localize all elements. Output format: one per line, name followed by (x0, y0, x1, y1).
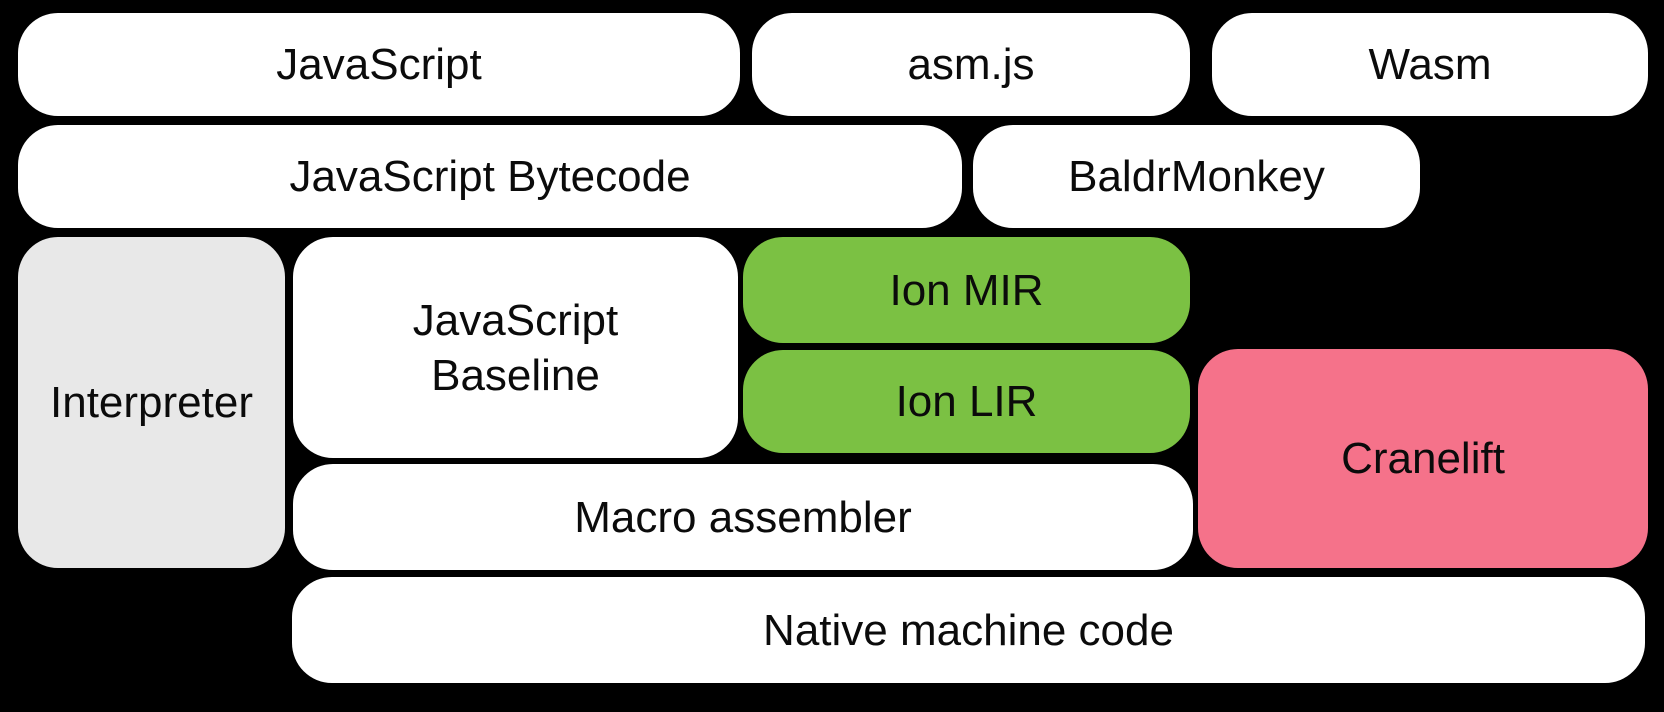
node-native-machine-code: Native machine code (292, 577, 1645, 683)
node-javascript-baseline: JavaScript Baseline (293, 237, 738, 458)
node-javascript: JavaScript (18, 13, 740, 116)
node-ion-mir: Ion MIR (743, 237, 1190, 343)
node-interpreter: Interpreter (18, 237, 285, 568)
node-asmjs: asm.js (752, 13, 1190, 116)
node-ion-lir: Ion LIR (743, 350, 1190, 453)
node-javascript-bytecode: JavaScript Bytecode (18, 125, 962, 228)
node-cranelift: Cranelift (1198, 349, 1648, 568)
node-macro-assembler: Macro assembler (293, 464, 1193, 570)
node-wasm: Wasm (1212, 13, 1648, 116)
node-baldrmonkey: BaldrMonkey (973, 125, 1420, 228)
